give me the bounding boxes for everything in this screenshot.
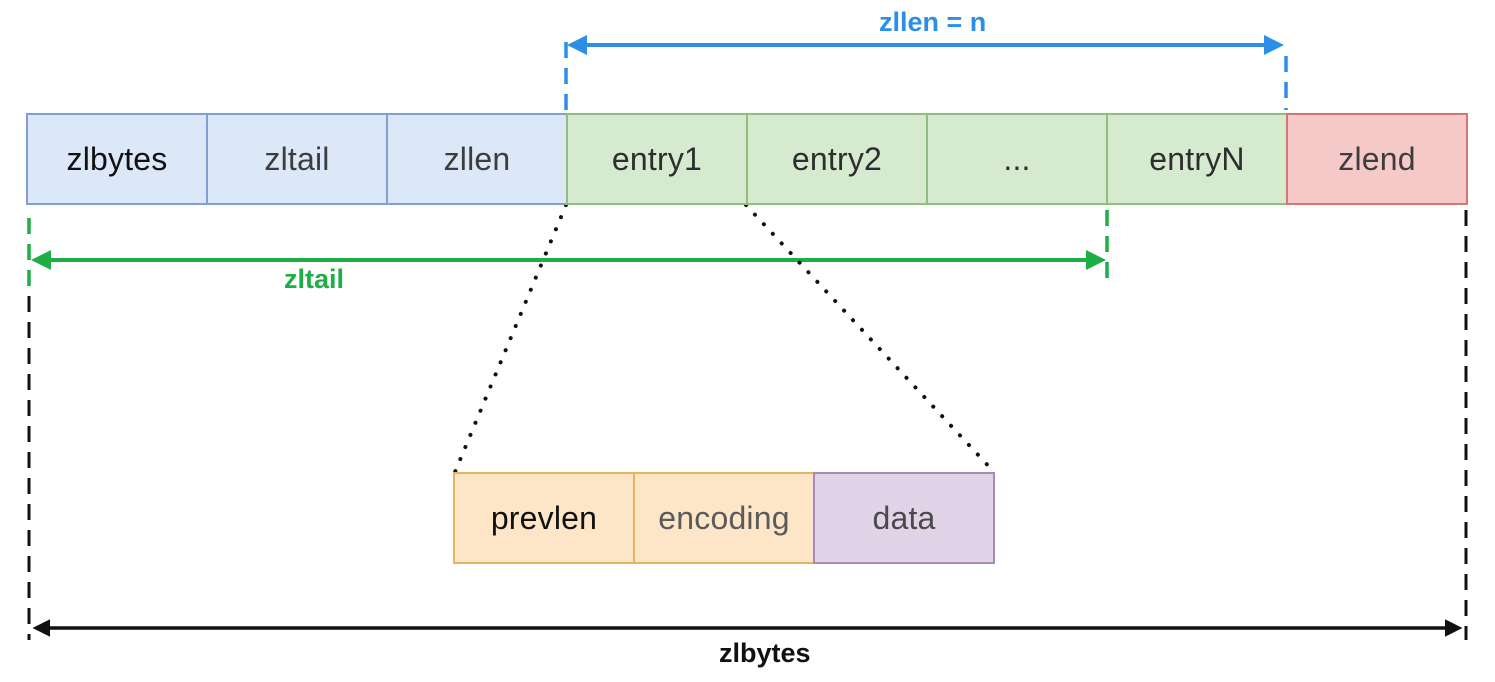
zltail-span-label: zltail	[284, 264, 345, 294]
zllen-field: zllen	[386, 113, 568, 205]
prevlen-field: prevlen	[453, 472, 635, 564]
zlbytes-span-label: zlbytes	[719, 638, 811, 668]
data-field: data	[813, 472, 995, 564]
zoom-line-right	[744, 203, 996, 474]
entries-ellipsis-field: ...	[926, 113, 1108, 205]
zltail-field: zltail	[206, 113, 388, 205]
zoom-line-left	[453, 203, 568, 474]
zllen-span-label: zllen = n	[879, 7, 987, 37]
zlbytes-field: zlbytes	[26, 113, 208, 205]
entryN-field: entryN	[1106, 113, 1288, 205]
encoding-field: encoding	[633, 472, 815, 564]
zlend-field: zlend	[1286, 113, 1468, 205]
entry2-field: entry2	[746, 113, 928, 205]
entry1-field: entry1	[566, 113, 748, 205]
